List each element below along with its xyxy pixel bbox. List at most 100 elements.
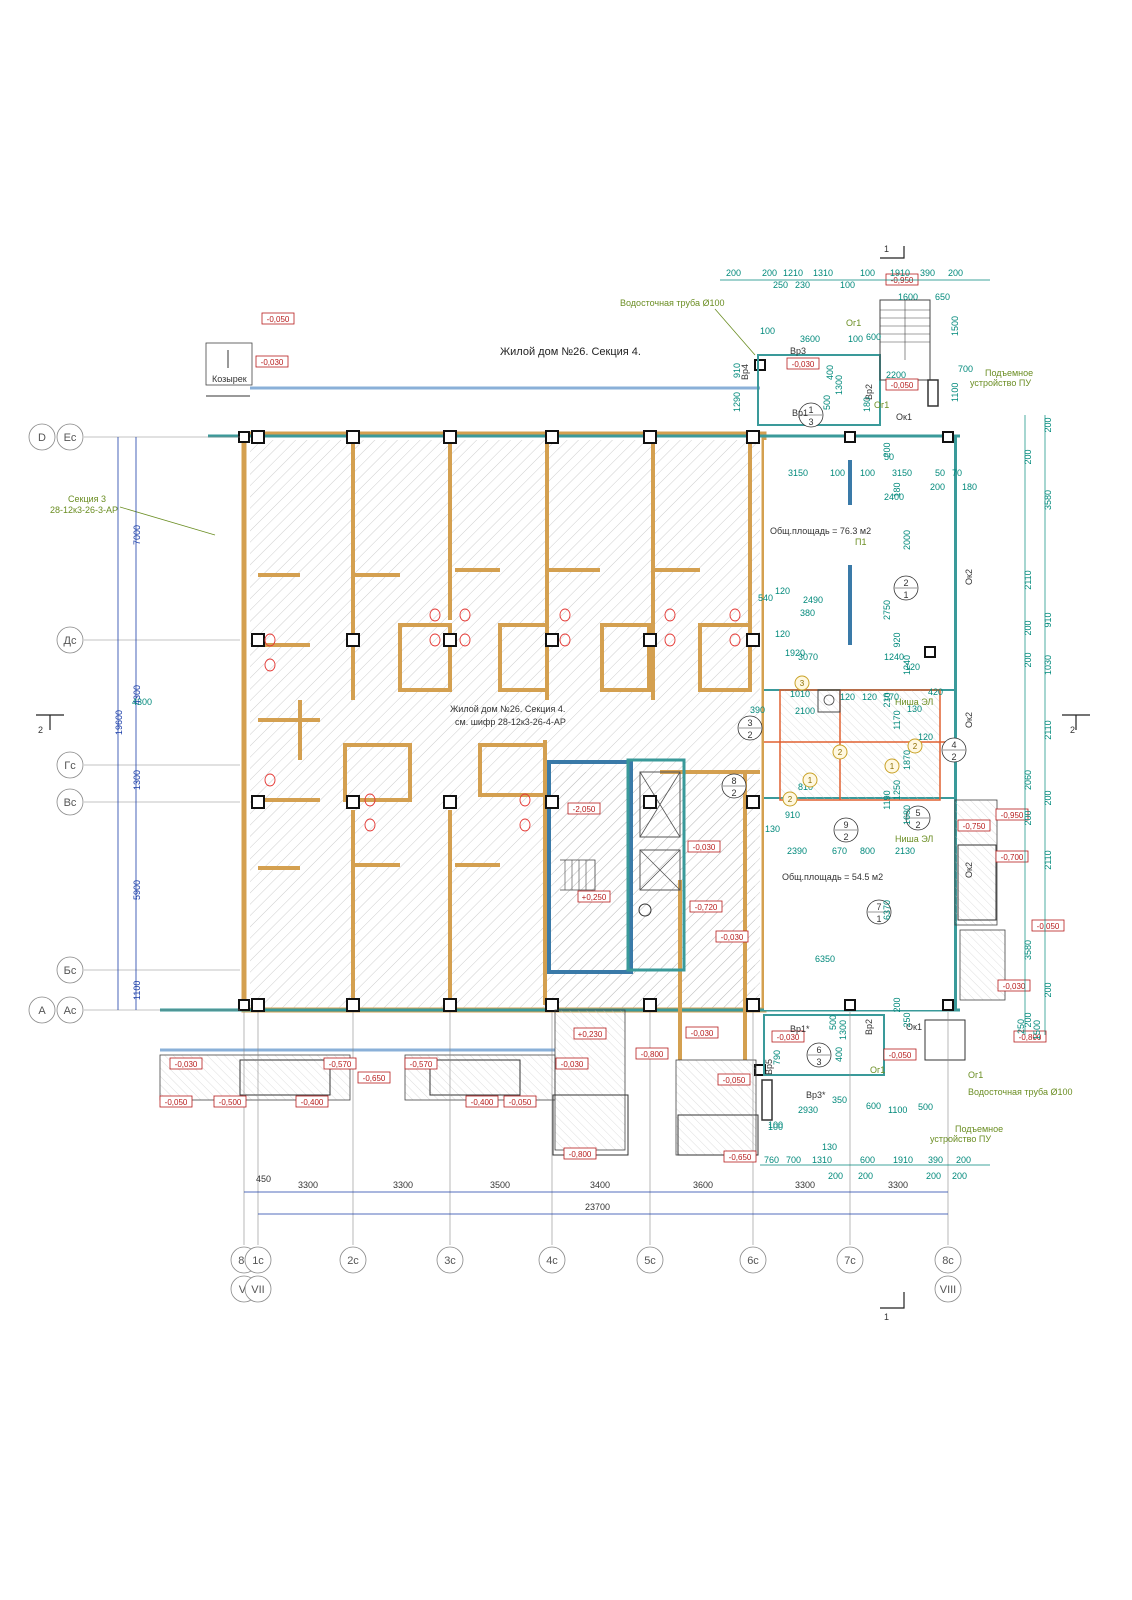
node-mark-label: 2: [788, 795, 793, 804]
inner-dimension-value: 200: [882, 442, 892, 457]
svg-text:3300: 3300: [393, 1180, 413, 1190]
column-axis-label: 6с: [747, 1255, 759, 1267]
inner-dimension-value: 250: [902, 1012, 912, 1027]
column: [545, 795, 559, 809]
interior-dimension-value: 120: [775, 629, 790, 639]
right-dimension-value: 200: [1023, 810, 1033, 825]
right-dimension-value: 200: [1043, 790, 1053, 805]
interior-dimension-value: 2100: [795, 706, 815, 716]
interior-dimension-value: 70: [952, 468, 962, 478]
right-dimension-value: 200: [1023, 652, 1033, 667]
interior-dimension-value: 200: [930, 482, 945, 492]
row-axis-bubble: [56, 956, 84, 984]
interior-dimension-value: 100: [860, 468, 875, 478]
row-axis-bubble: [56, 423, 84, 451]
interior-dimension-value: 540: [758, 593, 773, 603]
interior-dimension-value: 380: [800, 608, 815, 618]
level-mark: [1013, 1030, 1047, 1043]
toilet-fixture: [264, 658, 276, 672]
column: [346, 430, 360, 444]
node-mark: [794, 675, 810, 691]
inner-dimension-value: 2000: [902, 530, 912, 550]
column-axis-label: 2с: [347, 1255, 359, 1267]
interior-dimension-value: 570: [884, 692, 899, 702]
interior-dimension-value: 50: [884, 452, 894, 462]
level-mark-value: -0,500: [219, 1098, 242, 1107]
level-mark-value: -0,030: [693, 843, 716, 852]
element-marks: Вр1 Вр2 Вр3 Вр4 Вр1* Вр2 Вр3* Вр5 Ог1 Ог…: [740, 318, 983, 1100]
inner-dimension-value: 2750: [882, 600, 892, 620]
right-dimension-chain: 2002003580211091020010302002110206020020…: [882, 415, 1053, 1035]
column: [746, 998, 760, 1012]
top-dimension-value: 390: [920, 268, 935, 278]
column-axis-label: VI: [239, 1284, 249, 1296]
room-number: 1: [808, 405, 813, 415]
bottom-dimension-value: 400: [834, 1047, 844, 1062]
interior-dimension-value: 2390: [787, 846, 807, 856]
svg-text:23700: 23700: [585, 1202, 610, 1212]
level-mark: [885, 378, 919, 391]
room-category: 2: [843, 832, 848, 842]
svg-text:Вр1*: Вр1*: [790, 1024, 810, 1034]
toilet-fixture: [429, 633, 441, 647]
column: [443, 430, 457, 444]
level-mark: [635, 1047, 669, 1060]
bottom-dimension-value: 200: [858, 1171, 873, 1181]
top-dimension-value: 100: [860, 268, 875, 278]
interior-dimension-value: 6350: [815, 954, 835, 964]
interior-dimension-value: 4300: [132, 697, 152, 707]
toilet-fixture: [729, 633, 741, 647]
section-mark-top: 1: [884, 244, 889, 254]
top-dimension-value: 200: [948, 268, 963, 278]
level-mark-value: -0,030: [1003, 982, 1026, 991]
bottom-dimension-value: 200: [926, 1171, 941, 1181]
bottom-dimension-value: 390: [928, 1155, 943, 1165]
toilet-fixture: [459, 633, 471, 647]
level-mark: [261, 312, 295, 325]
row-axis-label: Вс: [64, 797, 77, 809]
node-mark-label: 2: [838, 748, 843, 757]
interior-dimension-value: 420: [928, 687, 943, 697]
top-dimension-value: 250: [773, 280, 788, 290]
row-axis-label: Гс: [64, 760, 76, 772]
commercial-rooms: [764, 440, 955, 1010]
top-dimension-value: 400: [825, 365, 835, 380]
level-mark: [567, 802, 601, 815]
level-mark: [997, 979, 1031, 992]
right-dimension-value: 200: [1023, 620, 1033, 635]
svg-text:Вр2: Вр2: [864, 384, 874, 400]
level-mark: [503, 1095, 537, 1108]
level-mark-value: -2,050: [573, 805, 596, 814]
top-dimension-value: 1300: [834, 375, 844, 395]
svg-text:3300: 3300: [298, 1180, 318, 1190]
room-category: 2: [951, 752, 956, 762]
svg-text:Вр4: Вр4: [740, 364, 750, 380]
inner-dimension-value: 1870: [902, 750, 912, 770]
level-mark-value: +0,230: [578, 1030, 603, 1039]
column-axis-bubble: [538, 1246, 566, 1274]
lift-bottom-line2: устройство ПУ: [930, 1134, 991, 1144]
top-dimension-value: 1600: [898, 292, 918, 302]
bottom-dimension-value: 700: [786, 1155, 801, 1165]
inner-dimension-value: 6370: [882, 900, 892, 920]
bottom-dimension-value: 1500: [1032, 1020, 1042, 1040]
room-number: 7: [876, 902, 881, 912]
level-mark: [465, 1095, 499, 1108]
column-axis-label: 5с: [644, 1255, 656, 1267]
level-mark-value: -0,050: [267, 315, 290, 324]
column: [346, 998, 360, 1012]
column: [346, 795, 360, 809]
room-category: 2: [731, 788, 736, 798]
level-mark-value: -0,030: [261, 358, 284, 367]
svg-text:450: 450: [256, 1174, 271, 1184]
interior-dimension-value: 180: [962, 482, 977, 492]
interior-dimension-value: 120: [918, 732, 933, 742]
column-axis-label: 7с: [844, 1255, 856, 1267]
level-mark-value: +0,250: [582, 893, 607, 902]
column-axis-bubble: [244, 1246, 272, 1274]
level-mark: [295, 1095, 329, 1108]
level-mark: [577, 890, 611, 903]
node-mark-label: 3: [800, 679, 805, 688]
